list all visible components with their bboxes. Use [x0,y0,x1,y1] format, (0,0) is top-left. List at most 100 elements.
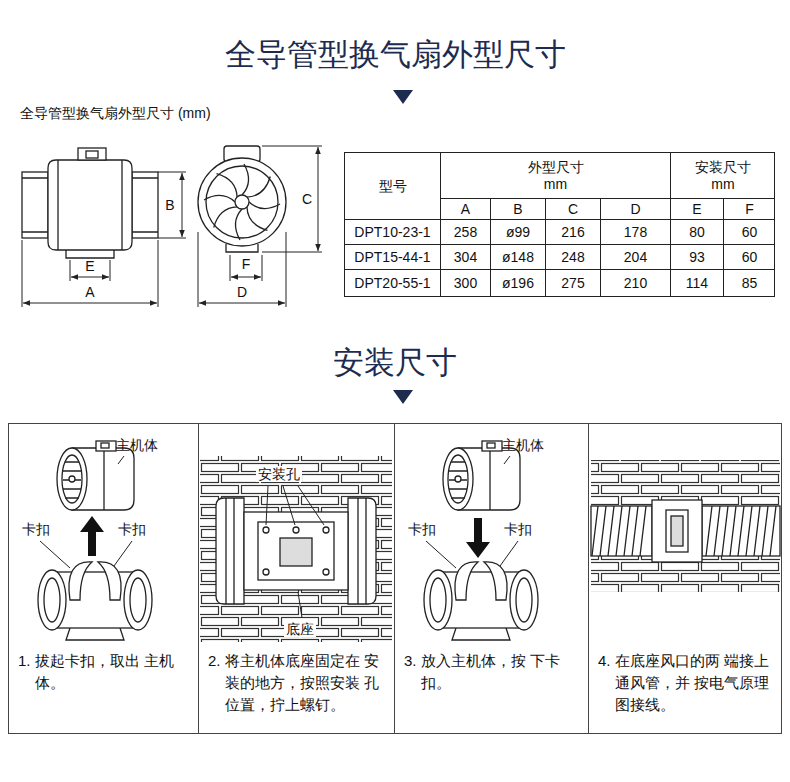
part-label: 卡扣 [22,521,50,538]
part-label-box: 卡扣 [118,520,154,538]
duct-connection-figure [591,460,780,592]
table-header: E [692,201,701,218]
part-label-box: 底座 [284,620,324,638]
table-cell: 216 [561,224,584,241]
table-header-box: 外型尺寸 mm [441,153,670,198]
dimension-letter-box: A [82,284,98,300]
table-cell-box: 80 [671,220,723,244]
table-cell-box: ø99 [491,220,545,244]
table-cell-box: DPT20-55-1 [345,270,440,296]
part-label-box: 主机体 [116,436,172,454]
dimension-letter: B [165,197,174,214]
table-header: A [461,201,470,218]
table-cell-box: 216 [546,220,600,244]
step-caption: 2. 将主机体底座固定在 安装的地方，按照安装 孔位置，拧上螺钉。 [208,650,391,715]
table-header: 安装尺寸 mm [690,159,756,193]
table-cell-box: 304 [441,245,490,269]
table-cell-box: 85 [724,270,775,296]
table-header-box: C [546,199,600,219]
table-cell: 304 [454,249,477,266]
step-panel: 2. 将主机体底座固定在 安装的地方，按照安装 孔位置，拧上螺钉。 [198,423,395,734]
dimension-lines [22,172,186,307]
table-cell-box: 204 [601,245,670,269]
table-cell-box: 275 [546,270,600,296]
step-panel: 3. 放入主机体，按 下卡扣。 [394,423,589,734]
table-header-box: A [441,199,490,219]
part-label: 安装孔 [256,466,302,483]
table-grid [344,152,775,297]
dimension-letter: C [302,191,312,208]
table-cell-box: 60 [724,245,775,269]
fix-base-figure [200,456,392,642]
table-cell: 93 [689,249,705,266]
table-cell: 275 [561,275,584,292]
table-cell-box: DPT10-23-1 [345,220,440,244]
part-label: 底座 [284,621,316,638]
heading-triangle [393,90,413,104]
part-label: 卡扣 [118,521,146,538]
table-header: D [630,201,640,218]
step-panel: 1. 拔起卡扣，取出 主机体。 [8,423,199,734]
page-title: 全导管型换气扇外型尺寸 [225,36,566,73]
table-cell: DPT20-55-1 [354,275,430,292]
part-label-box: 主机体 [502,436,558,454]
table-cell: ø148 [502,249,534,266]
heading-triangle [393,390,413,404]
table-header: B [513,201,522,218]
table-cell: 60 [742,249,758,266]
remove-unit-figure [38,441,152,640]
table-cell-box: 114 [671,270,723,296]
part-label: 卡扣 [408,521,436,538]
dimension-letter: E [85,258,94,275]
dimension-letter: A [85,284,94,301]
drawing-caption: 全导管型换气扇外型尺寸 (mm) [20,105,211,122]
table-cell-box: 60 [724,220,775,244]
table-header: 外型尺寸 mm [523,159,589,193]
step-caption: 3. 放入主机体，按 下卡扣。 [404,650,585,694]
part-label-box: 卡扣 [22,520,58,538]
table-cell: 60 [742,224,758,241]
table-header-box: 安装尺寸 mm [671,153,775,198]
table-header: F [745,201,754,218]
table-cell-box: ø196 [491,270,545,296]
part-label-box: 安装孔 [256,465,312,483]
part-label: 卡扣 [504,521,532,538]
table-cell: 258 [454,224,477,241]
dimension-letter-box: E [82,258,98,274]
dimension-letter-box: D [234,284,250,300]
dimension-letter-box: C [299,190,315,208]
page-title-box: 全导管型换气扇外型尺寸 [100,32,690,78]
table-header-box: D [601,199,670,219]
part-label: 主机体 [502,437,544,454]
table-cell-box: 248 [546,245,600,269]
table-cell-box: DPT15-44-1 [345,245,440,269]
insert-unit-figure [424,441,538,640]
table-cell-box: 178 [601,220,670,244]
table-header: C [568,201,578,218]
table-cell: 178 [624,224,647,241]
table-cell: 85 [742,275,758,292]
table-cell: 300 [454,275,477,292]
table-cell-box: ø148 [491,245,545,269]
section-heading-box: 安装尺寸 [250,340,540,386]
drawing-caption-box: 全导管型换气扇外型尺寸 (mm) [20,104,290,122]
step-panel: 4. 在底座风口的两 端接上通风管，并 按电气原理图接线。 [588,423,782,734]
step-caption: 1. 拔起卡扣，取出 主机体。 [18,650,195,694]
fan-front-view [198,146,286,252]
fan-side-view [22,148,158,258]
dimension-letter-box: F [238,256,254,272]
section-heading: 安装尺寸 [333,344,457,381]
table-header-box: B [491,199,545,219]
table-header-box: E [671,199,723,219]
table-cell-box: 93 [671,245,723,269]
table-header: 型号 [379,178,407,195]
table-cell: DPT15-44-1 [354,249,430,266]
table-header-box: F [724,199,775,219]
dimension-letter-box: B [162,196,178,214]
table-cell: 114 [686,275,708,292]
step-caption: 4. 在底座风口的两 端接上通风管，并 按电气原理图接线。 [598,650,778,715]
table-cell: ø99 [506,224,530,241]
dimension-letter: F [242,256,251,273]
table-cell: 248 [561,249,584,266]
